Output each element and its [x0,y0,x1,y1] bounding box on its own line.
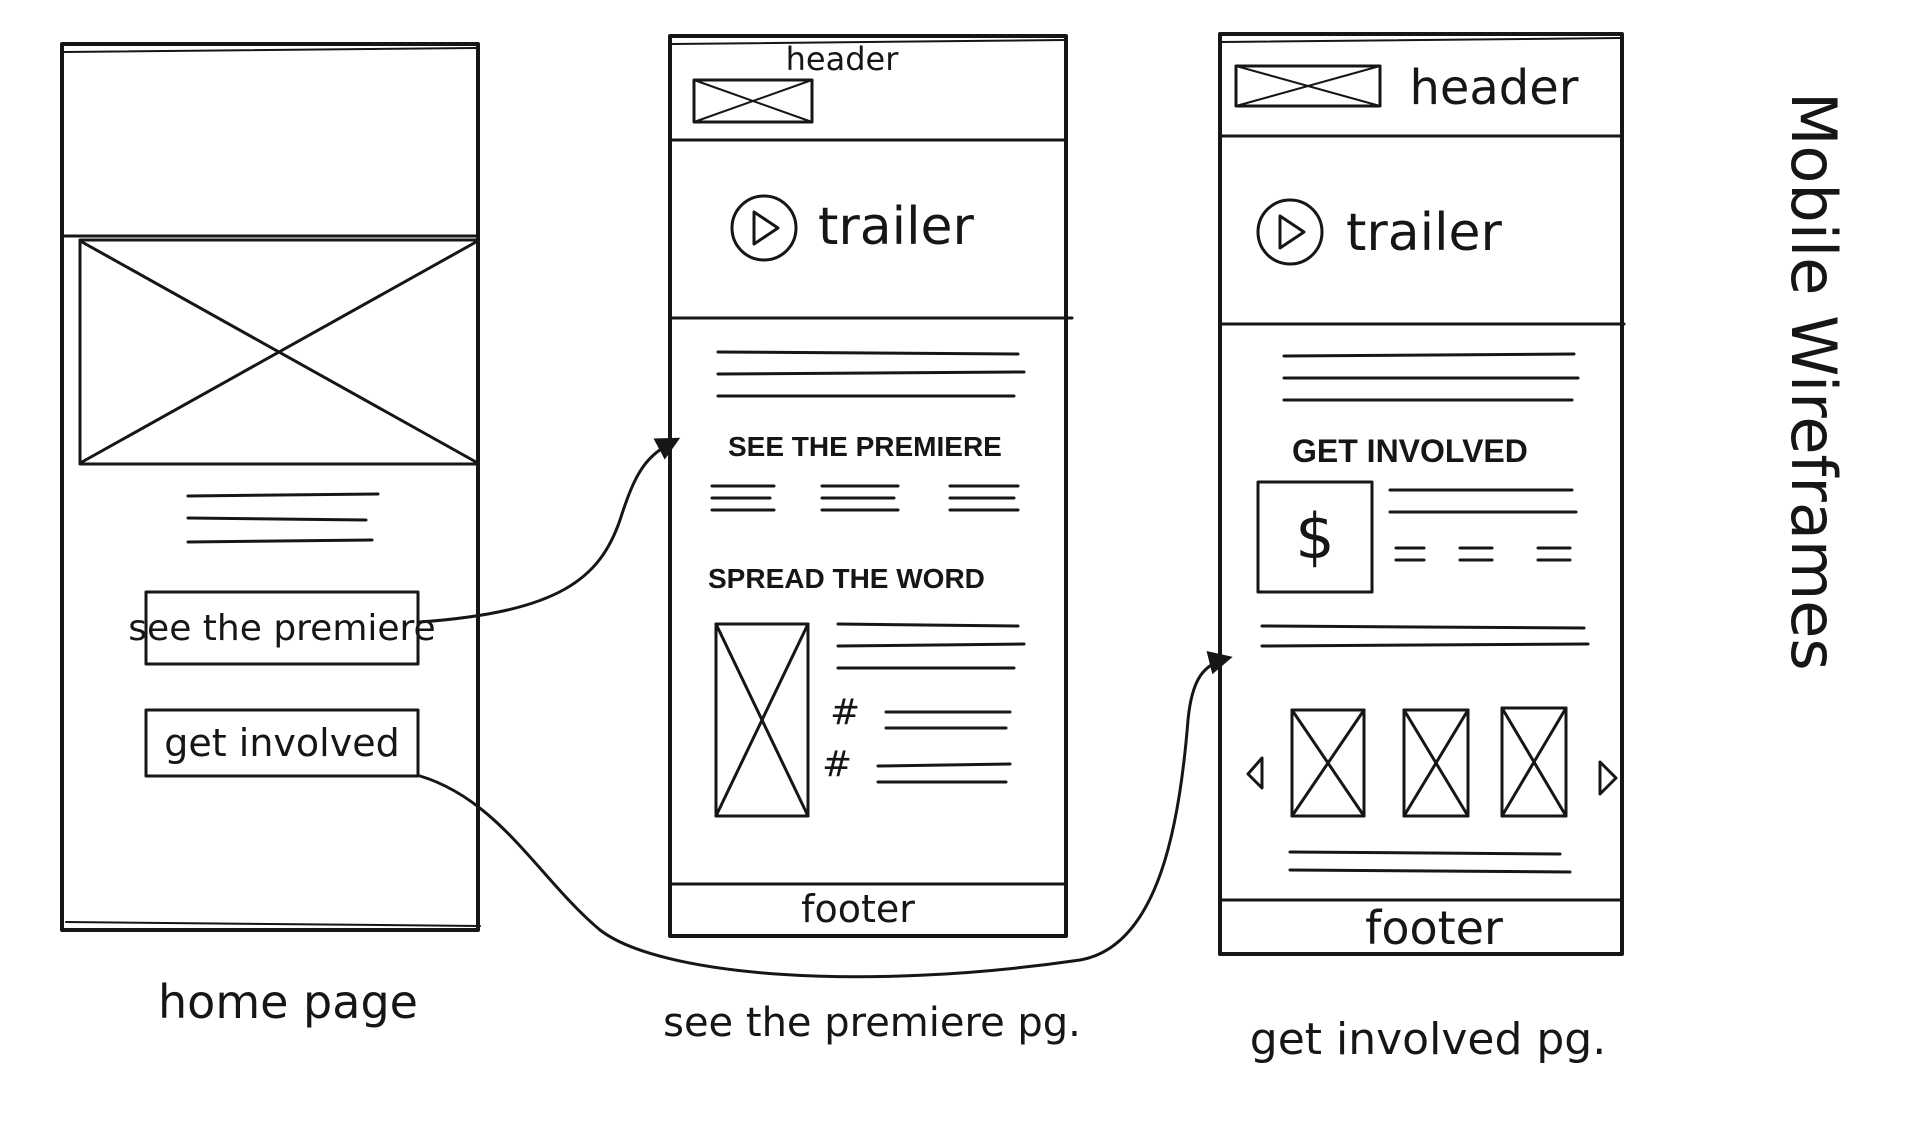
phone-outline [1218,32,1624,956]
frame-involved-page: header trailer GET INVOLVED $ [1218,32,1626,1065]
section-title-spread-word: SPREAD THE WORD [708,563,985,594]
image-placeholder-icon [78,238,480,466]
get-involved-button[interactable] [144,708,420,778]
header-label: header [786,40,900,78]
text-lines [1288,850,1572,874]
header-bar: header [1234,60,1579,116]
get-involved-button-label: get involved [164,721,399,765]
phone-outline [668,34,1068,938]
text-lines [710,484,1020,512]
trailer-label[interactable]: trailer [818,197,975,257]
chevron-left-icon[interactable] [1246,756,1264,790]
carousel[interactable] [1246,706,1618,818]
carousel-image-placeholder-icon [1290,708,1366,818]
logo-placeholder-icon [1234,64,1382,108]
text-lines [1260,624,1590,648]
arrow-icon [418,651,1233,979]
carousel-image-placeholder-icon [1500,706,1568,818]
hashtag-icon: # [830,692,860,733]
trailer-label[interactable]: trailer [1346,203,1503,263]
trailer-section: trailer [730,194,975,262]
section-title-see-premiere: SEE THE PREMIERE [728,431,1002,462]
play-icon[interactable] [1256,198,1324,266]
caption-home-page: home page [158,975,418,1029]
frame-home-page: see the premiere get involved home page [60,42,481,1029]
text-lines [716,350,1026,398]
header-label: header [1409,60,1578,116]
header-bar: header [692,40,900,124]
see-premiere-button-label: see the premiere [128,608,435,649]
chevron-right-icon[interactable] [1598,760,1618,796]
frame-premiere-page: header trailer SEE THE PREMIERE [663,34,1081,1046]
phone-outline [60,42,480,932]
dollar-icon[interactable]: $ [1256,480,1374,594]
footer-label: footer [801,887,915,931]
caption-involved-page: get involved pg. [1250,1014,1606,1065]
text-lines [186,492,380,544]
text-lines [836,622,1026,670]
logo-placeholder-icon [692,78,814,124]
hashtag-icon: # [822,744,852,785]
play-icon[interactable] [730,194,798,262]
side-title: Mobile Wireframes [1777,92,1850,671]
caption-premiere-page: see the premiere pg. [663,1000,1081,1046]
text-lines [1388,488,1578,562]
section-title-get-involved: GET INVOLVED [1292,433,1528,469]
carousel-image-placeholder-icon [1402,708,1470,818]
footer-label: footer [1365,901,1503,955]
dollar-sign: $ [1295,500,1334,573]
see-premiere-button[interactable] [144,590,420,666]
arrow-icon [418,437,681,624]
text-lines [1282,352,1580,402]
trailer-section: trailer [1256,198,1503,266]
image-placeholder-icon [714,622,810,818]
